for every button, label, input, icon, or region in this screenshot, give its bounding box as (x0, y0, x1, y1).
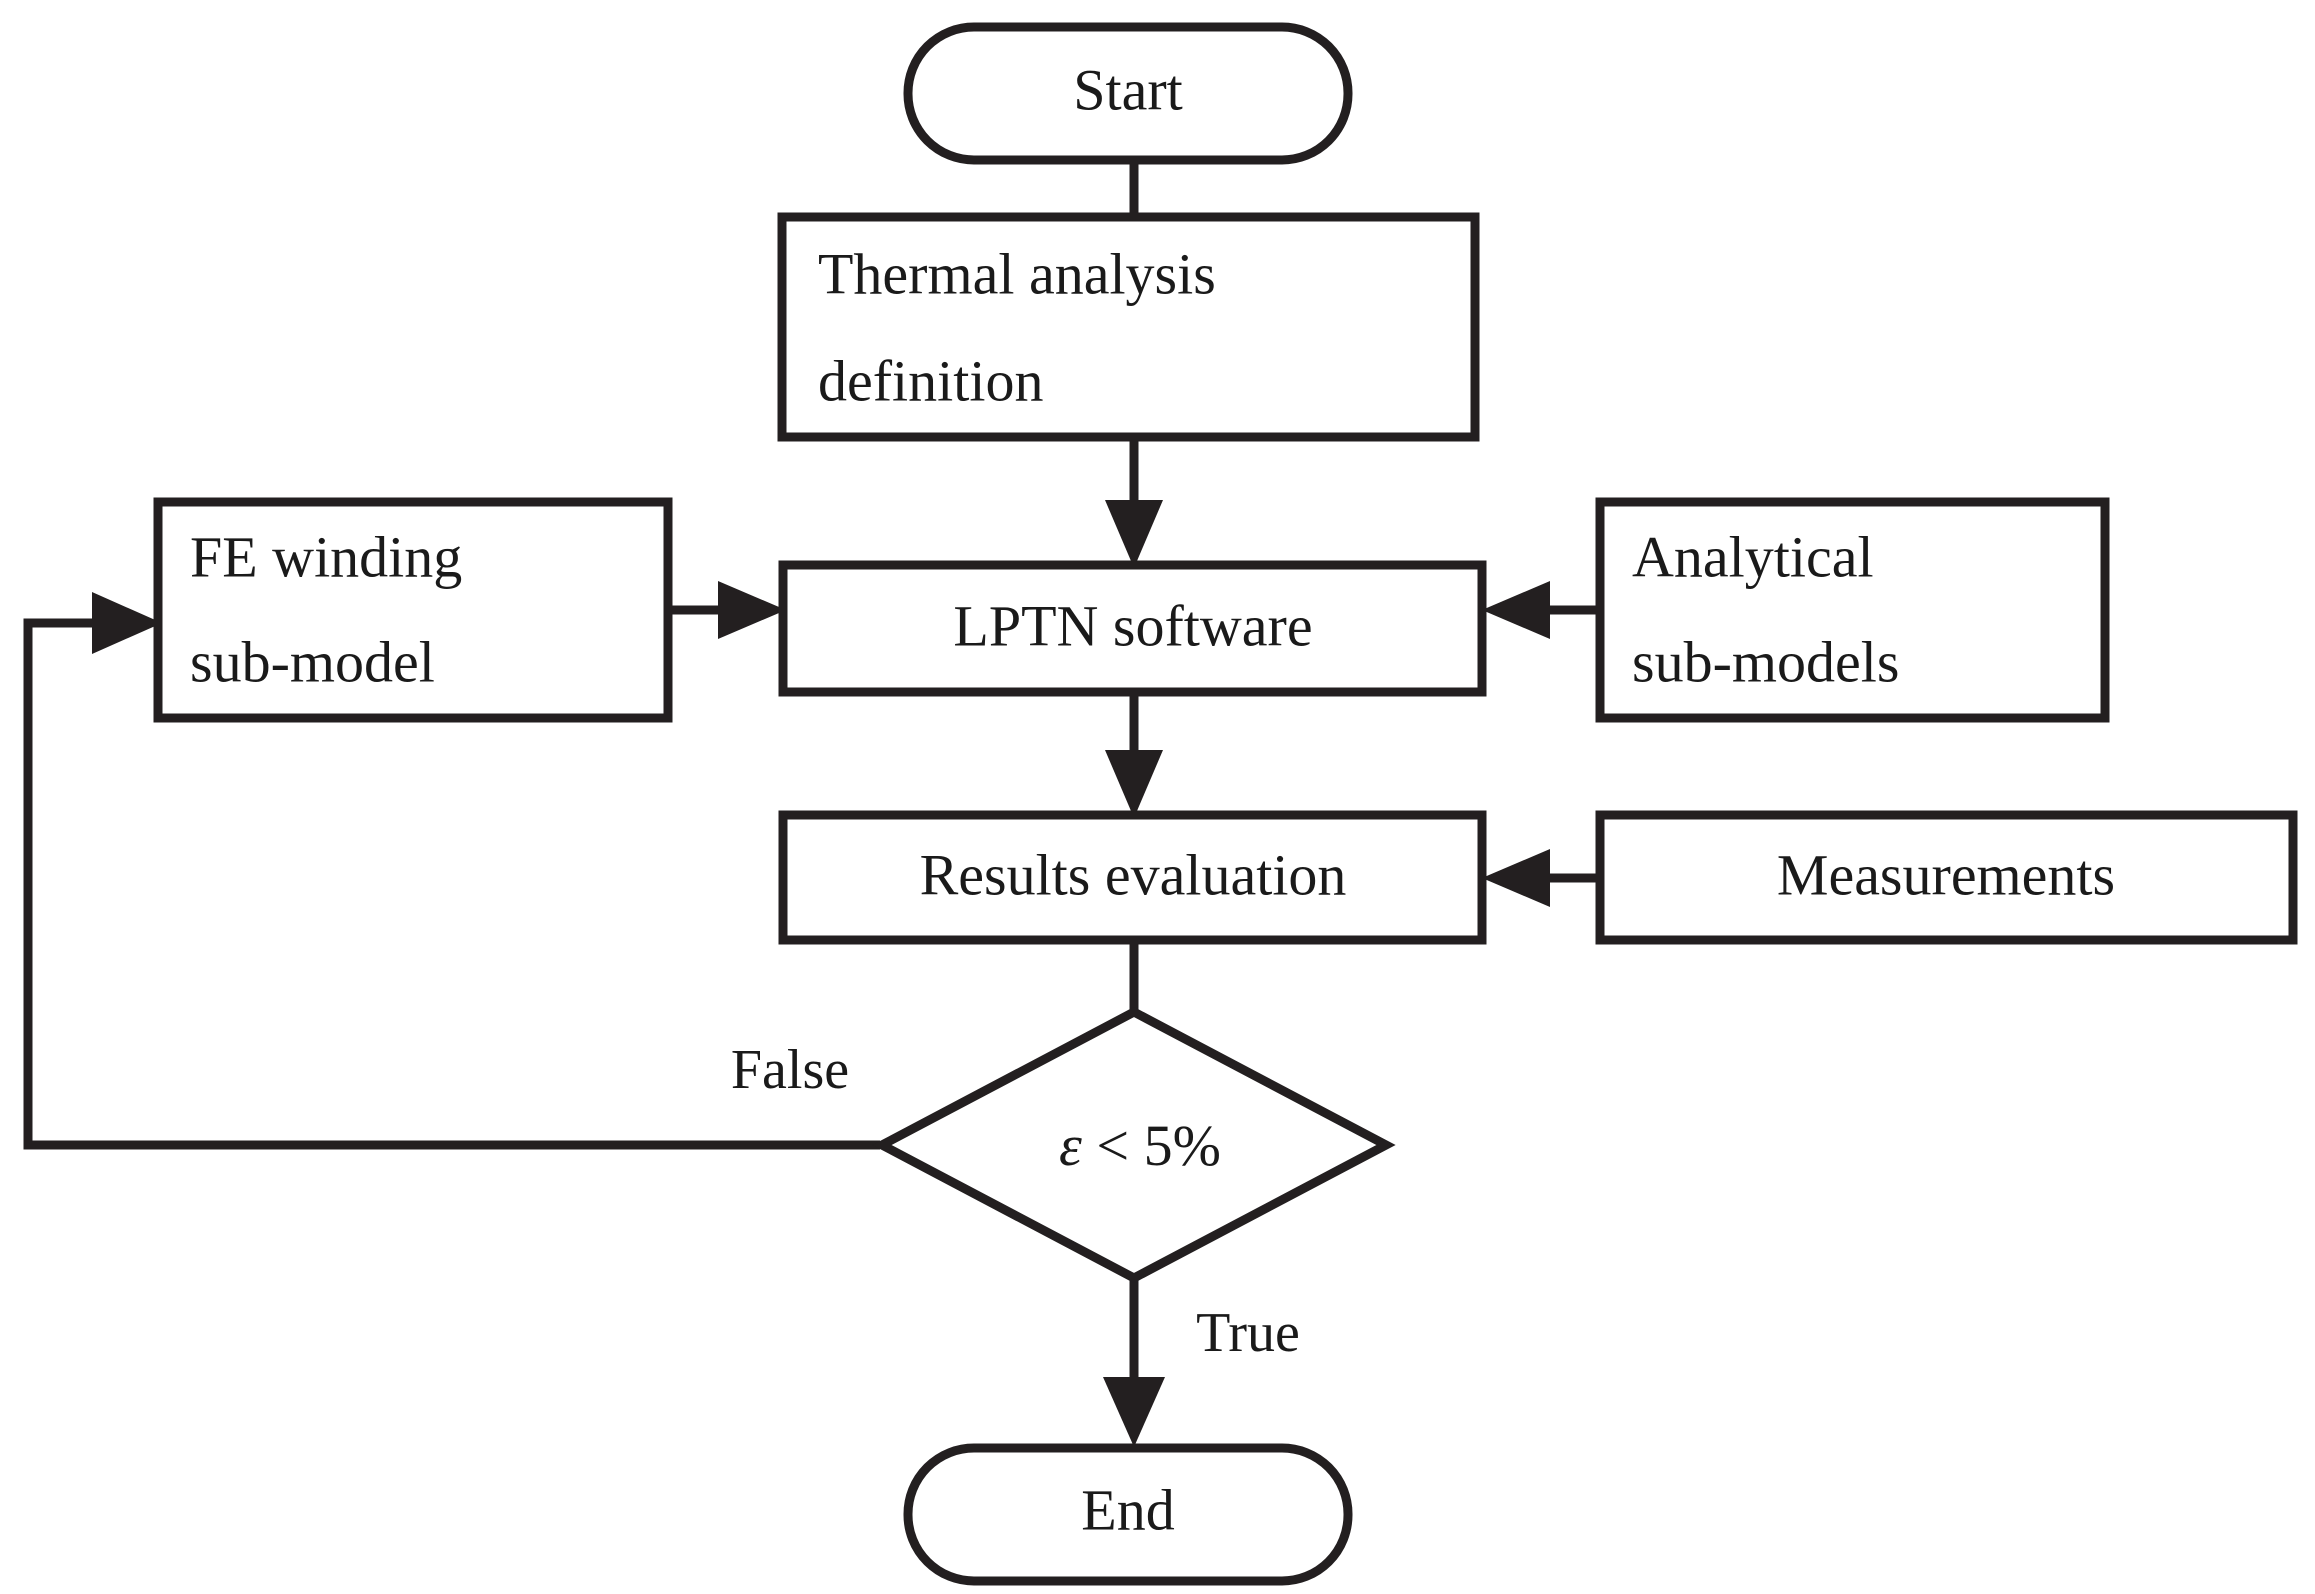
edge-analytical-to-lptn (1482, 581, 1600, 639)
node-fewinding-shape (153, 497, 673, 723)
node-measurements-label: Measurements (1777, 842, 2115, 907)
edge-definition-to-lptn (1105, 437, 1163, 568)
node-start[interactable]: Start (903, 22, 1353, 165)
node-end[interactable]: End (903, 1443, 1353, 1586)
node-decision-shape (872, 1006, 1396, 1284)
node-definition-shape (777, 212, 1480, 442)
edge-label-true: True (1196, 1302, 1300, 1364)
decision-symbol: ε (1059, 1113, 1082, 1178)
node-lptn-label: LPTN software (953, 593, 1312, 658)
node-measurements[interactable]: Measurements (1595, 810, 2298, 945)
edge-fewinding-to-lptn (668, 581, 786, 639)
node-fewinding-label-line1: FE winding (190, 524, 462, 589)
node-results-label: Results evaluation (920, 842, 1347, 907)
node-end-shape (903, 1443, 1353, 1586)
node-analytical-label-line1: Analytical (1632, 524, 1874, 589)
edge-label-false: False (731, 1039, 849, 1101)
node-analytical-shape (1595, 497, 2110, 723)
decision-operator: < (1082, 1113, 1144, 1178)
node-decision-epsilon[interactable]: ε < 5% (872, 1006, 1396, 1284)
node-results-evaluation[interactable]: Results evaluation (778, 810, 1487, 945)
edge-measurements-to-results (1482, 849, 1600, 907)
node-lptn-software[interactable]: LPTN software (778, 560, 1487, 697)
node-end-label: End (1081, 1477, 1174, 1542)
decision-value: 5% (1144, 1113, 1221, 1178)
node-measurements-shape (1595, 810, 2298, 945)
node-analytical-sub-models[interactable]: Analytical sub-models (1595, 497, 2110, 723)
node-start-label: Start (1073, 57, 1183, 122)
edge-decision-true-to-end (1103, 1280, 1165, 1447)
node-definition-label-line1: Thermal analysis (818, 241, 1216, 306)
node-thermal-analysis-definition[interactable]: Thermal analysis definition (777, 212, 1480, 442)
node-decision-label: ε < 5% (1059, 1113, 1221, 1178)
node-fe-winding-sub-model[interactable]: FE winding sub-model (153, 497, 673, 723)
edge-lptn-to-results (1105, 692, 1163, 818)
node-analytical-label-line2: sub-models (1632, 629, 1899, 694)
node-fewinding-label-line2: sub-model (190, 629, 435, 694)
node-definition-label-line2: definition (818, 348, 1044, 413)
node-results-shape (778, 810, 1487, 945)
node-start-shape (903, 22, 1353, 165)
node-lptn-shape (778, 560, 1487, 697)
edge-decision-false-to-fewinding (23, 592, 880, 1150)
